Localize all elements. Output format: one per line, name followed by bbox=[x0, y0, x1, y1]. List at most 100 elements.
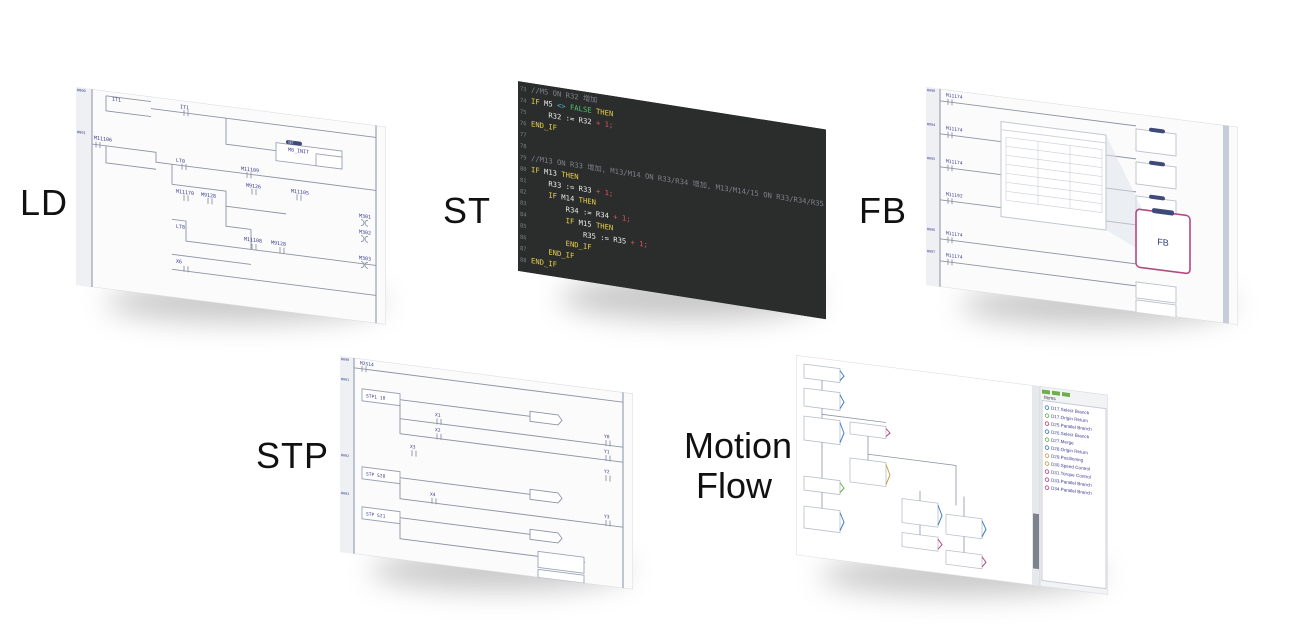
motion-flow-node[interactable] bbox=[849, 457, 887, 487]
st-line-number: 78 bbox=[520, 143, 527, 150]
ld-contact-label: M11105 bbox=[291, 189, 309, 197]
st-line-number: 75 bbox=[520, 109, 527, 116]
st-line-number: 82 bbox=[520, 189, 527, 196]
motion-item-label[interactable]: D26.Select Branch bbox=[1051, 430, 1090, 440]
st-line-number: 81 bbox=[520, 178, 527, 185]
stp-contact-label: X2 bbox=[435, 427, 441, 434]
st-code-line: END_IF bbox=[531, 233, 592, 251]
label-motion-flow: Motion Flow bbox=[684, 425, 793, 506]
fb-contact-label: M11174 bbox=[946, 253, 963, 261]
fb-contact-label: M11174 bbox=[946, 126, 963, 134]
stp-rung-label: W001 bbox=[341, 377, 349, 382]
ld-contact-label: M9128 bbox=[271, 240, 286, 248]
st-line-number: 88 bbox=[520, 257, 527, 264]
motion-item-icon bbox=[1044, 469, 1050, 474]
motion-item-label[interactable]: D34.Parallel Branch bbox=[1051, 486, 1092, 496]
motion-item-icon bbox=[1044, 429, 1050, 434]
motion-flow-node[interactable] bbox=[901, 498, 939, 528]
ld-coil-label: M0_INIT bbox=[288, 147, 309, 156]
stp-step-label: STP S21 bbox=[366, 511, 386, 519]
motion-item-label[interactable]: D33.Parallel Branch bbox=[1051, 478, 1092, 488]
st-line-number: 86 bbox=[520, 235, 527, 242]
label-st: ST bbox=[443, 190, 492, 231]
motion-item-label[interactable]: D25.Parallel Branch bbox=[1051, 422, 1092, 432]
motion-item-icon bbox=[1044, 453, 1050, 458]
fb-rung-label: W006 bbox=[927, 227, 935, 232]
label-stp: STP bbox=[256, 435, 330, 476]
motion-item-label[interactable]: D27.Merge bbox=[1051, 438, 1074, 446]
motion-item-label[interactable]: D17.Select Branch bbox=[1051, 406, 1090, 416]
ld-coil-label: M302 bbox=[359, 229, 371, 237]
fb-contact-label: M11174 bbox=[946, 93, 963, 101]
fb-block-label: FB bbox=[1157, 237, 1168, 248]
motion-item-icon bbox=[1044, 485, 1050, 490]
ld-contact-label: IT1 bbox=[180, 104, 189, 111]
motion-flow-node[interactable] bbox=[945, 513, 983, 540]
ld-contact-label: X6 bbox=[176, 259, 182, 266]
ld-contact-label: M11106 bbox=[94, 135, 112, 143]
ld-contact-label: IT1 bbox=[112, 97, 121, 104]
ld-rung-label: W000 bbox=[77, 88, 86, 93]
st-code-line: END_IF bbox=[531, 245, 574, 261]
st-line-number: 80 bbox=[520, 166, 527, 173]
stp-output-label: Y1 bbox=[604, 449, 610, 456]
motion-flow-node[interactable] bbox=[803, 415, 841, 446]
motion-item-label[interactable]: D29.Positioning bbox=[1051, 454, 1084, 463]
stp-output-label: Y2 bbox=[604, 469, 610, 476]
ld-coil-label: M303 bbox=[359, 255, 371, 263]
st-code-line: IF M15 THEN bbox=[531, 210, 613, 232]
label-motion: Motion bbox=[684, 425, 793, 466]
stp-step-label: STP S20 bbox=[366, 471, 386, 479]
motion-item-label[interactable]: D31.Torque Control bbox=[1051, 470, 1091, 480]
fb-popup-window bbox=[1000, 121, 1107, 231]
stp-rung-label: W002 bbox=[341, 453, 349, 458]
fb-contact-label: M11192 bbox=[946, 192, 963, 200]
fb-rung-label: W000 bbox=[927, 88, 935, 93]
ld-contact-label: M11170 bbox=[176, 189, 194, 197]
stp-contact-label: X4 bbox=[430, 492, 436, 499]
stp-output-label: Y0 bbox=[604, 434, 610, 441]
ld-contact-label: M9126 bbox=[246, 183, 261, 191]
ld-coil-label: M301 bbox=[359, 213, 371, 221]
st-code-line: END_IF bbox=[531, 256, 557, 269]
fb-contact-label: M11174 bbox=[946, 231, 963, 239]
st-line-number: 76 bbox=[520, 121, 527, 128]
st-code-line: IF M13 THEN bbox=[531, 165, 579, 181]
motion-flow-node[interactable] bbox=[803, 505, 841, 534]
stp-rung-label: W000 bbox=[341, 357, 349, 362]
motion-flow-node[interactable] bbox=[901, 532, 939, 552]
motion-scrollbar-thumb[interactable] bbox=[1033, 513, 1039, 570]
motion-item-icon bbox=[1044, 437, 1050, 442]
ld-contact-label: M9128 bbox=[201, 192, 216, 200]
st-code-line: END_IF bbox=[531, 119, 557, 132]
st-line-number: 79 bbox=[520, 155, 527, 162]
motion-items-title: Items bbox=[1044, 395, 1056, 403]
ld-contact-label: LT8 bbox=[176, 224, 185, 231]
label-flow: Flow bbox=[695, 465, 772, 506]
st-line-number: 84 bbox=[520, 212, 527, 219]
motion-item-icon bbox=[1044, 421, 1050, 426]
st-code-line: IF M5 <> FALSE THEN bbox=[531, 96, 613, 118]
stp-output-label: Y3 bbox=[604, 514, 610, 521]
motion-item-icon bbox=[1044, 445, 1050, 450]
ld-contact-label: LT0 bbox=[176, 158, 185, 165]
motion-item-label[interactable]: D17.Origin Return bbox=[1051, 414, 1088, 424]
fb-rung-label: W007 bbox=[927, 249, 935, 254]
st-line-number: 85 bbox=[520, 223, 527, 230]
fb-rung-label: W005 bbox=[927, 156, 935, 161]
motion-item-label[interactable]: D30.Speed Control bbox=[1051, 462, 1090, 472]
motion-flow-node[interactable] bbox=[945, 549, 983, 570]
st-line-number: 74 bbox=[520, 98, 527, 105]
motion-item-label[interactable]: D28.Origin Return bbox=[1051, 446, 1088, 456]
stp-step-label: STP1 10 bbox=[366, 393, 386, 401]
label-ld: LD bbox=[20, 182, 69, 223]
st-line-number: 87 bbox=[520, 246, 527, 253]
ld-contact-label: M11108 bbox=[244, 237, 262, 245]
motion-item-icon bbox=[1044, 461, 1050, 466]
ld-rung-label: W001 bbox=[77, 130, 86, 135]
